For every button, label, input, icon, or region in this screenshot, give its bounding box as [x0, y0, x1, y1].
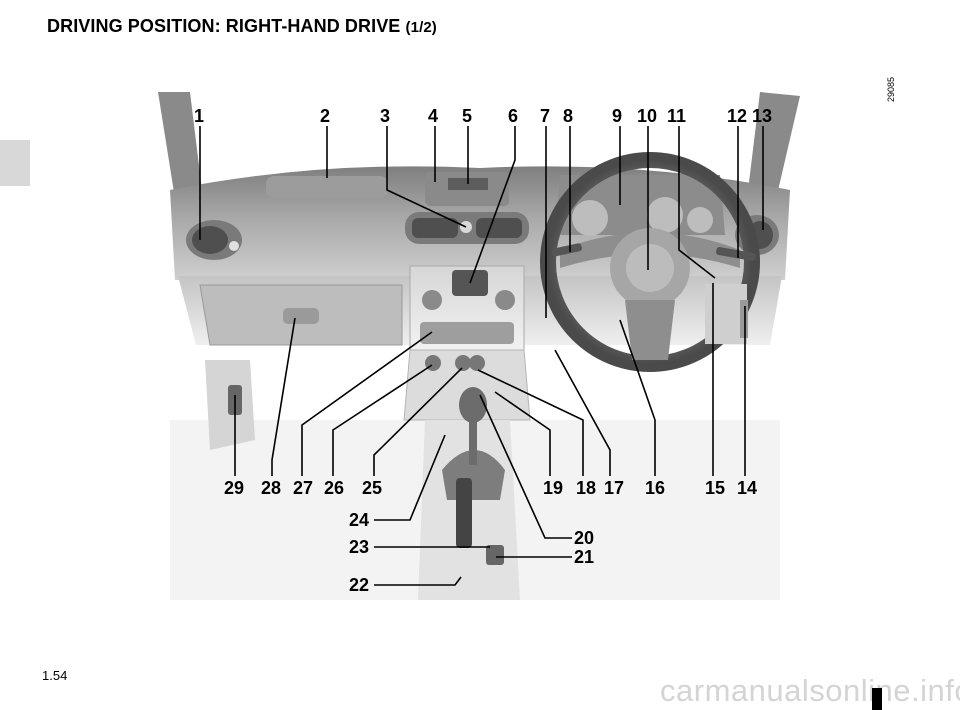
callout-label: 11	[667, 106, 686, 126]
callout-label: 8	[563, 106, 573, 126]
callout-label: 2	[320, 106, 330, 126]
callout-label: 22	[349, 575, 369, 595]
page-title-part: (1/2)	[405, 19, 437, 36]
callout-label: 21	[574, 547, 594, 567]
corner-marker	[872, 688, 882, 710]
callout-label: 18	[576, 478, 596, 498]
callout-label: 23	[349, 537, 369, 557]
callout-label: 1	[194, 106, 204, 126]
dashboard-illustration	[158, 92, 800, 600]
callout-label: 16	[645, 478, 665, 498]
page-title-text: DRIVING POSITION: RIGHT-HAND DRIVE	[47, 16, 401, 36]
callout-label: 27	[293, 478, 313, 498]
callout-label: 25	[362, 478, 382, 498]
watermark-text: carmanualsonline.info	[660, 673, 960, 708]
callout-label: 10	[637, 106, 657, 126]
callouts-bottom: 29 28 27 26 25 19 18 17 16 15 14	[224, 478, 757, 498]
callout-label: 20	[574, 528, 594, 548]
callouts-top: 1 2 3 4 5 6 7 8 9 10 11 12 13	[194, 106, 772, 126]
callout-label: 6	[508, 106, 518, 126]
page-number: 1.54	[42, 668, 68, 683]
callout-label: 9	[612, 106, 622, 126]
callout-label: 15	[705, 478, 725, 498]
callout-label: 3	[380, 106, 390, 126]
callout-label: 29	[224, 478, 244, 498]
page-title: DRIVING POSITION: RIGHT-HAND DRIVE (1/2)	[47, 16, 437, 37]
callout-label: 12	[727, 106, 747, 126]
callout-label: 7	[540, 106, 550, 126]
callout-label: 14	[737, 478, 757, 498]
callout-label: 19	[543, 478, 563, 498]
callouts-lower: 24 23 22 20 21	[349, 510, 594, 595]
callout-label: 13	[752, 106, 772, 126]
chapter-tab-marker	[0, 140, 30, 186]
leader-lines	[199, 126, 764, 586]
callout-label: 24	[349, 510, 369, 530]
callout-label: 5	[462, 106, 472, 126]
callout-label: 17	[604, 478, 624, 498]
callout-label: 4	[428, 106, 438, 126]
callout-label: 28	[261, 478, 281, 498]
callout-label: 26	[324, 478, 344, 498]
